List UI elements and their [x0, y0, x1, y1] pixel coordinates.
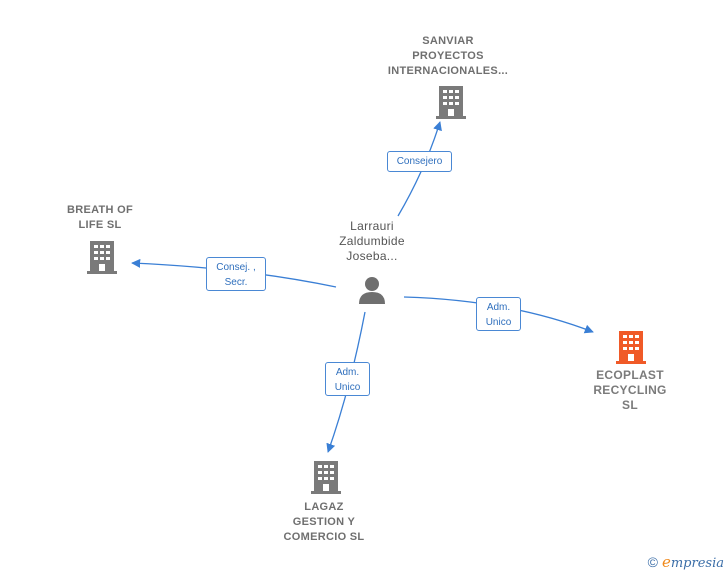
company-ecoplast-name[interactable]: ECOPLAST RECYCLING SL [580, 368, 680, 413]
company-name-line: INTERNACIONALES... [387, 65, 509, 77]
company-name-line: ECOPLAST [596, 368, 664, 382]
brand-logo: empresia [662, 553, 724, 571]
company-breath-name[interactable]: BREATH OF LIFE SL [50, 203, 150, 233]
company-name-line: COMERCIO SL [283, 531, 365, 543]
relation-line: Unico [334, 382, 361, 393]
relation-line: Consej. , [216, 262, 256, 273]
brand-name: mpresia [670, 556, 724, 571]
company-name-line: SL [622, 398, 638, 412]
relation-label-breath[interactable]: Consej. , Secr. [206, 257, 266, 291]
company-lagaz-name[interactable]: LAGAZ GESTION Y COMERCIO SL [264, 500, 384, 545]
relation-line: Adm. [335, 367, 360, 378]
relation-label-ecoplast[interactable]: Adm. Unico [476, 297, 521, 331]
company-name-line: PROYECTOS [412, 50, 484, 62]
company-name-line: LIFE SL [78, 219, 122, 231]
relation-line: Consejero [396, 156, 443, 167]
center-name-line: Joseba... [346, 249, 398, 263]
company-name-line: RECYCLING [593, 383, 667, 397]
building-icon[interactable] [615, 330, 647, 364]
company-sanviar-name[interactable]: SANVIAR PROYECTOS INTERNACIONALES... [378, 34, 518, 79]
relation-line: Unico [485, 317, 512, 328]
relation-label-lagaz[interactable]: Adm. Unico [325, 362, 370, 396]
company-name-line: GESTION Y [292, 516, 356, 528]
relation-line: Secr. [224, 277, 248, 288]
brand-e-glyph: e [661, 553, 671, 571]
center-person-name[interactable]: Larrauri Zaldumbide Joseba... [320, 219, 424, 264]
relation-line: Adm. [486, 302, 511, 313]
relation-label-sanviar[interactable]: Consejero [387, 151, 452, 172]
center-name-line: Larrauri [350, 219, 394, 233]
building-icon[interactable] [86, 240, 118, 274]
building-icon[interactable] [310, 460, 342, 494]
person-icon[interactable] [357, 275, 387, 305]
footer-brand: © empresia [648, 553, 724, 571]
company-name-line: SANVIAR [422, 35, 474, 47]
center-name-line: Zaldumbide [339, 234, 405, 248]
company-name-line: BREATH OF [66, 204, 134, 216]
copyright-symbol: © [647, 554, 658, 570]
building-icon[interactable] [435, 85, 467, 119]
company-name-line: LAGAZ [304, 501, 344, 513]
